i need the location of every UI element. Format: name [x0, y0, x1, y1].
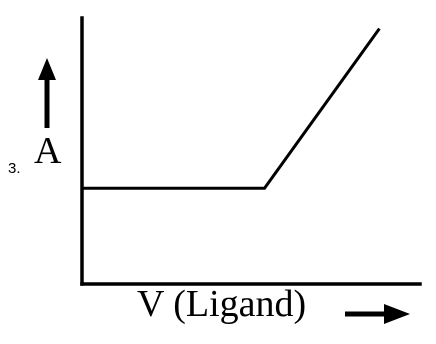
x-axis-label: V (Ligand)	[137, 283, 307, 325]
y-axis-label: A	[34, 130, 62, 172]
series-line-1	[82, 27, 381, 190]
y-arrow-head-icon	[38, 58, 56, 80]
x-arrow-head-icon	[384, 304, 410, 324]
series-layer	[82, 27, 381, 190]
option-number: 3.	[8, 160, 21, 177]
